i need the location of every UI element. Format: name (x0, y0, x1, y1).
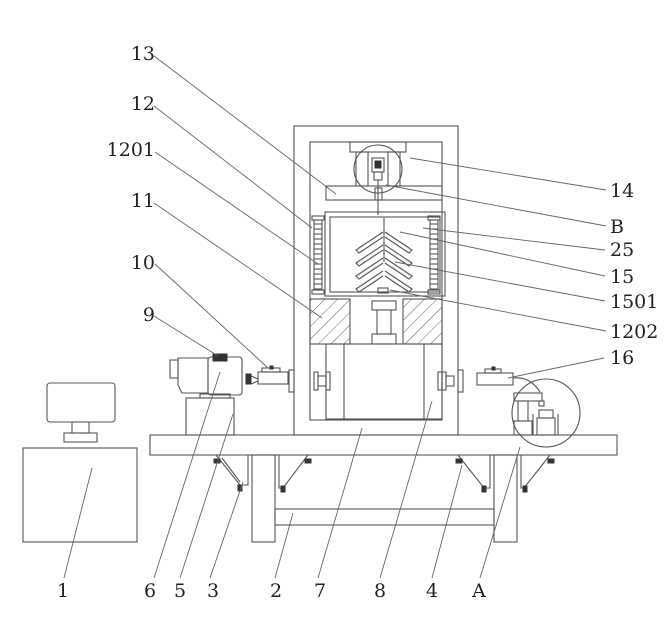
bracket-right-inner (455, 454, 491, 493)
label-1501: 1501 (610, 291, 658, 313)
bearing-left-inner (313, 371, 331, 391)
label-6: 6 (144, 580, 156, 602)
outlet-pipe-16 (476, 372, 514, 386)
label-a: A (471, 580, 486, 602)
cylinder-body (376, 309, 392, 335)
control-neck (71, 421, 90, 434)
part-labels: 13 12 1201 11 10 9 14 B 25 15 1501 1202 … (57, 43, 658, 602)
main-frame (288, 125, 464, 436)
cylinder-bottom (371, 333, 397, 345)
control-base-plate (63, 432, 98, 443)
bracket-left-inner (278, 454, 312, 493)
sensor-1202 (377, 287, 389, 294)
label-5: 5 (174, 580, 186, 602)
control-box (22, 382, 138, 543)
lift-plate (325, 185, 443, 201)
mount-post-right (387, 151, 401, 187)
stirring-blades (355, 231, 413, 293)
label-9: 9 (143, 304, 155, 326)
cylinder-top (371, 300, 397, 311)
control-cabinet (22, 447, 138, 543)
hatched-block-right (402, 298, 443, 345)
table-top (149, 434, 618, 456)
mixing-box-outer (324, 211, 446, 297)
leader-lines (63, 55, 607, 579)
flange-left (288, 369, 295, 393)
hatched-block-left (309, 298, 351, 345)
workbench (149, 434, 618, 543)
label-4: 4 (426, 580, 438, 602)
label-1202: 1202 (610, 321, 658, 343)
hose (512, 377, 541, 393)
motor-fan (169, 359, 179, 379)
label-2: 2 (270, 580, 282, 602)
table-leg-right (493, 454, 518, 543)
label-25: 25 (610, 239, 634, 261)
label-8: 8 (374, 580, 386, 602)
bracket-right-outer (520, 454, 555, 493)
label-12: 12 (131, 93, 155, 115)
table-leg-left (251, 454, 276, 543)
collection-box (325, 343, 443, 420)
bracket-left-outer (213, 454, 249, 492)
outer-frame (293, 125, 459, 436)
left-drive (169, 353, 289, 436)
label-15: 15 (610, 266, 634, 288)
label-14: 14 (610, 180, 634, 202)
bearing-right-inner (437, 371, 455, 391)
label-b: B (610, 216, 624, 238)
gearbox (207, 356, 243, 396)
label-7: 7 (314, 580, 326, 602)
label-13: 13 (131, 43, 155, 65)
top-mount (349, 141, 407, 153)
mount-post-left (355, 151, 369, 187)
label-10: 10 (131, 252, 155, 274)
label-1: 1 (57, 580, 69, 602)
label-11: 11 (131, 190, 155, 212)
label-16: 16 (610, 347, 634, 369)
control-display (46, 382, 116, 423)
label-1201: 1201 (107, 139, 155, 161)
crossbar (274, 508, 495, 526)
motor-body (177, 357, 209, 394)
label-3: 3 (207, 580, 219, 602)
flange-right (457, 369, 464, 393)
drive-shaft-10 (257, 371, 289, 385)
spring-left (311, 215, 325, 295)
detail-circle-a (511, 378, 581, 448)
mixing-box-inner (329, 216, 441, 293)
right-assembly (476, 366, 581, 448)
spring-right (427, 215, 441, 295)
